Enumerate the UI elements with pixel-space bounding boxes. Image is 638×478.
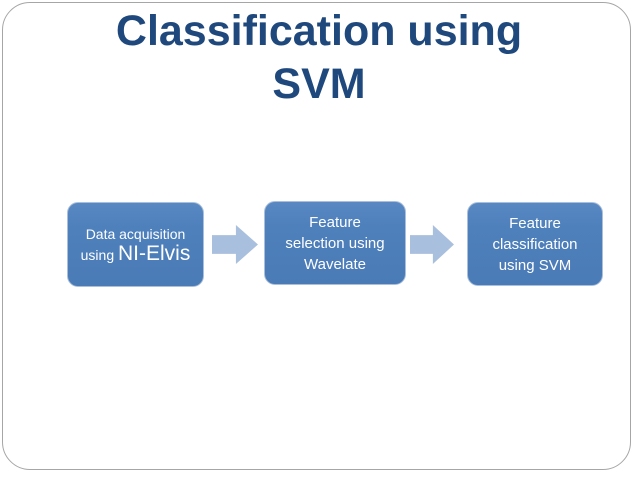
flow-step-feature-classification: Feature classification using SVM <box>467 202 603 286</box>
step-text-line: using NI-Elvis <box>80 241 191 265</box>
step-text-line: classification <box>492 235 578 253</box>
page-title: Classification using SVM <box>0 5 638 111</box>
step-text-line: Feature <box>309 213 361 231</box>
step-text-line: Wavelate <box>304 255 366 273</box>
flow-step-data-acquisition: Data acquisition using NI-Elvis <box>67 202 204 287</box>
flow-step-feature-selection: Feature selection using Wavelate <box>264 201 406 285</box>
step-text-line: selection using <box>285 234 385 252</box>
step-text-line: Data acquisition <box>85 225 186 242</box>
step-text-emphasis: NI-Elvis <box>118 241 191 265</box>
step-text-line: using SVM <box>498 256 572 274</box>
page-title-line-2: SVM <box>272 60 366 108</box>
step-text-prefix: using <box>80 246 115 263</box>
page-title-line-1: Classification using <box>115 7 523 55</box>
step-text-line: Feature <box>509 214 561 232</box>
